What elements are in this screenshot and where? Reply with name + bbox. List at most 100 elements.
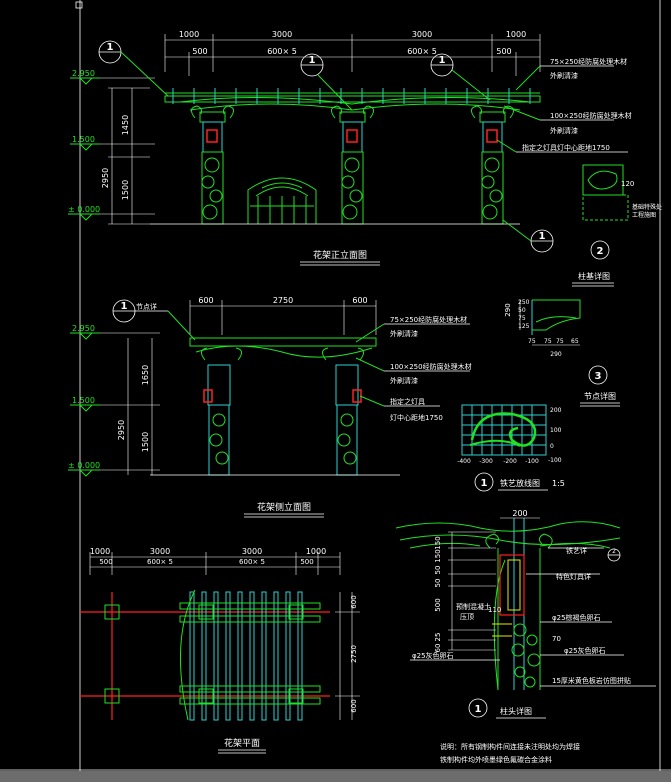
front-dim-sub-1: 500 (192, 47, 207, 56)
plan-dim-top-2: 3000 (150, 547, 170, 556)
column-dim-left-6: 25 (434, 633, 442, 642)
column-callout-8: φ25灰色卵石 (564, 646, 606, 655)
front-dim-left-3: 1500 (121, 180, 130, 200)
plan-dim-top-1: 1000 (90, 547, 110, 556)
plan-dim-top-3: 3000 (242, 547, 262, 556)
base-detail: 120 基础特殊处 工程施图 2 柱基详图 (572, 164, 662, 287)
front-marker-3: 1 (439, 55, 446, 66)
side-callout-2: 外刷清漆 (390, 329, 418, 338)
iron-grid-detail: 200 100 0 -100 -400 -300 -200 -100 1 铁艺放… (457, 404, 565, 492)
column-dim-left-3: 50 (434, 566, 442, 575)
base-detail-note-1: 基础特殊处 (632, 203, 662, 211)
side-marker-label: 节点详 (136, 302, 157, 311)
iron-x-tick-3: -200 (503, 458, 517, 465)
front-dim-top-1: 1000 (179, 30, 199, 39)
iron-x-tick-4: -100 (525, 458, 539, 465)
iron-grid-title: 铁艺放线图 (500, 478, 540, 488)
plan-dim-sub-3: 600× 5 (239, 558, 265, 566)
node-detail-marker: 3 (595, 371, 602, 382)
iron-x-tick-2: -300 (479, 458, 493, 465)
front-callout-2: 外刷清漆 (550, 71, 578, 80)
side-dim-top-3: 600 (352, 296, 367, 305)
note-line-1: 说明：所有钢制构件间连接未注明处均为焊接 (440, 742, 580, 751)
plan-dim-top-4: 1000 (306, 547, 326, 556)
node-dim-left-4: 125 (518, 323, 530, 330)
side-level-2: 1.500 (72, 396, 95, 405)
front-dim-top-4: 1000 (506, 30, 526, 39)
side-title: 花架侧立面图 (257, 501, 311, 513)
base-detail-title: 柱基详图 (578, 271, 610, 281)
node-dim-left-3: 75 (518, 315, 526, 322)
column-callout-3: 预制混凝土 (456, 602, 491, 611)
column-callout-2: 特色灯具详 (556, 572, 591, 581)
plan-title: 花架平面 (224, 737, 260, 749)
front-marker-2: 1 (309, 55, 316, 66)
node-dim-left-1: 250 (518, 299, 530, 306)
front-marker-4: 1 (539, 231, 546, 242)
column-callout-10: 15厚米黄色板岩仿图拼贴 (552, 676, 631, 685)
column-dim-left-2: 150 (434, 549, 442, 562)
front-level-1: 2.950 (72, 69, 95, 78)
side-callout-1: 75×250经防腐处理木材 (390, 315, 467, 324)
side-dim-top-2: 2750 (273, 296, 293, 305)
frame-corner-mark (75, 1, 83, 9)
side-elevation: 600 2750 600 2.950 1.500 ± 0.000 1650 29… (68, 296, 472, 518)
front-level-3: ± 0.000 (68, 205, 100, 214)
column-dim-top: 200 (512, 509, 527, 518)
side-callout-6: 灯中心距地1750 (390, 413, 443, 422)
base-detail-note-2: 工程施图 (632, 211, 656, 219)
column-dim-left-1: 150 (434, 536, 442, 549)
node-dim-bot-1: 75 (528, 338, 536, 345)
column-marker-tag: 2 (612, 548, 616, 555)
column-callout-1: 铁艺详 (566, 546, 587, 555)
side-callout-3: 100×250经防腐处理木材 (390, 362, 472, 371)
plan-dim-sub-2: 600× 5 (147, 558, 173, 566)
front-dim-left-1: 1450 (121, 115, 130, 135)
front-callout-5: 指定之灯具灯中心距地1750 (522, 143, 610, 152)
column-dim-left-5: 500 (434, 598, 442, 611)
plan-dim-right-2: 2750 (350, 645, 358, 663)
front-level-2: 1.500 (72, 135, 95, 144)
front-elevation: 1000 3000 3000 1000 500 600× 5 600× 5 50… (68, 30, 632, 266)
node-dim-total: 290 (504, 303, 512, 316)
note-line-2: 铁制构件均外喷墨绿色氟碳合金涂料 (440, 755, 552, 764)
column-detail-title: 柱头详图 (500, 706, 532, 716)
front-dim-sub-2: 600× 5 (267, 47, 297, 56)
side-callout-5: 指定之灯具 (390, 397, 425, 406)
iron-y-tick-3: 0 (550, 443, 554, 450)
iron-grid-scale: 1:5 (552, 479, 565, 488)
status-strip (0, 771, 671, 782)
front-dim-top-2: 3000 (272, 30, 292, 39)
base-detail-marker: 2 (597, 246, 604, 257)
plan-dim-right-1: 600 (350, 595, 358, 608)
side-callout-4: 外刷清漆 (390, 376, 418, 385)
column-callout-5: 110 (488, 606, 501, 614)
plan-dim-sub-1: 500 (99, 558, 112, 566)
column-callout-6: φ25棕褐色卵石 (552, 613, 601, 622)
plan-dim-right-3: 600 (350, 699, 358, 712)
node-detail: 290 250 50 75 125 75 75 75 65 290 3 节点详图 (504, 299, 620, 407)
front-dim-sub-3: 600× 5 (407, 47, 437, 56)
iron-y-tick-2: 100 (550, 427, 562, 434)
side-dim-left-3: 1500 (141, 432, 150, 452)
front-callout-1: 75×250经防腐处理木材 (550, 57, 627, 66)
column-dim-left-7: 60 (434, 644, 442, 653)
column-head-detail: 200 150 150 50 50 500 25 60 铁艺详 2 特色灯具详 … (395, 509, 656, 719)
node-detail-title: 节点详图 (584, 391, 616, 401)
side-level-3: ± 0.000 (68, 461, 100, 470)
node-dim-bot-4: 65 (571, 338, 579, 345)
node-dim-bot-total: 290 (550, 351, 562, 358)
front-dim-top-3: 3000 (412, 30, 432, 39)
front-title: 花架正立面图 (313, 249, 367, 261)
column-callout-4: 压顶 (460, 613, 474, 621)
side-dim-left-1: 1650 (141, 365, 150, 385)
side-level-1: 2.950 (72, 324, 95, 333)
plan-dim-sub-4: 500 (300, 558, 313, 566)
front-marker-1: 1 (107, 42, 114, 53)
column-callout-7: 70 (552, 635, 561, 643)
node-dim-bot-2: 75 (544, 338, 552, 345)
node-dim-left-2: 50 (518, 307, 526, 314)
node-dim-bot-3: 75 (556, 338, 564, 345)
column-detail-marker: 1 (475, 704, 482, 715)
